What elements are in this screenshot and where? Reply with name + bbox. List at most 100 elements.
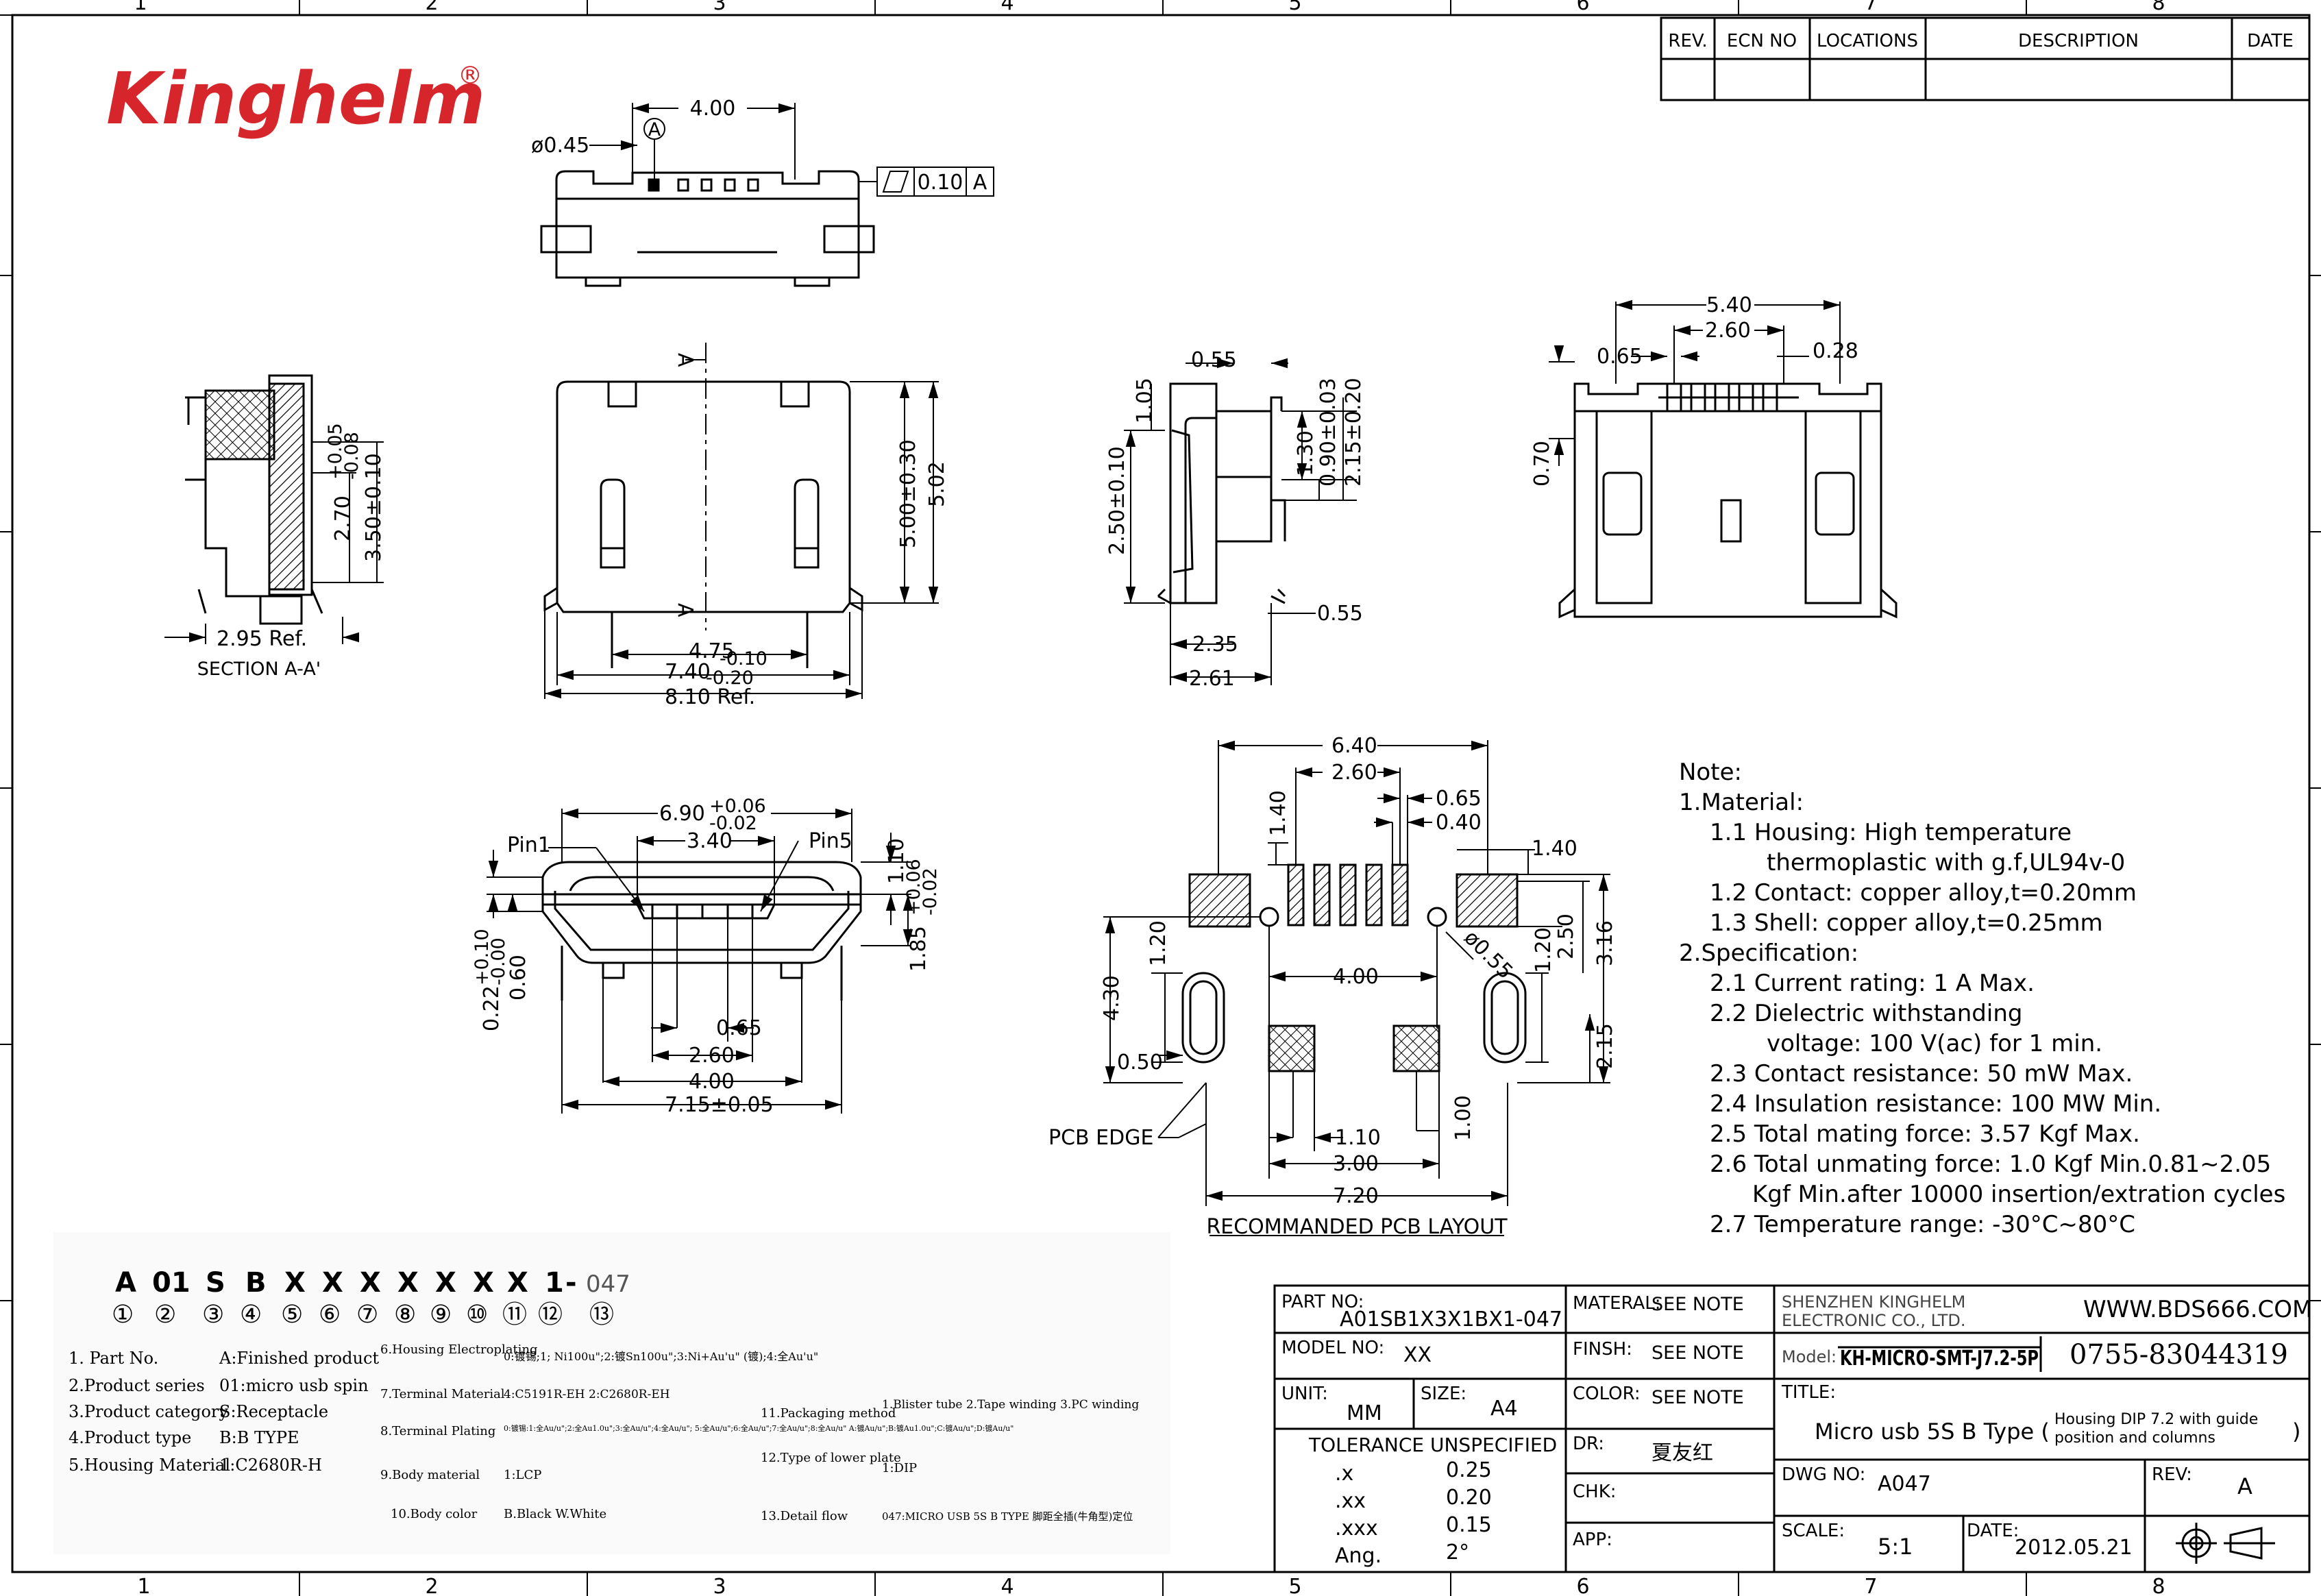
part-code-right: 11.Packaging method 1.Blister tube 2.Tap… [761, 1398, 1139, 1523]
code-mid-value-5: B.Black W.White [504, 1507, 606, 1521]
section-label: SECTION A-A' [197, 659, 321, 680]
code-left-value-4: B:B TYPE [219, 1428, 299, 1447]
model-no-label: MODEL NO: [1281, 1338, 1384, 1358]
revision-table [1660, 16, 2311, 101]
part-code-letters: A 01 S B X X X X X X X 1 - [115, 1267, 577, 1299]
code-num-3: ③ [202, 1301, 224, 1329]
mating-w-tol-up: +0.06 [709, 796, 766, 817]
dr-label: DR: [1573, 1434, 1604, 1454]
rear-dim-0-65: 0.65 [1597, 345, 1643, 369]
section-dim-2-70: 2.70 [331, 495, 355, 541]
tol-x-value: 0.25 [1446, 1458, 1492, 1482]
zone-col-3-bottom: 3 [713, 1575, 726, 1596]
section-view-dims [164, 441, 384, 644]
side-dim-2-15: 2.15±0.20 [1342, 378, 1366, 487]
tol-ang-value: 2° [1446, 1540, 1469, 1564]
rear-dim-5-40: 5.40 [1706, 293, 1752, 317]
code-num-8: ⑧ [394, 1301, 416, 1329]
code-right-label-1: 11.Packaging method [761, 1406, 896, 1421]
code-char-3: S [206, 1267, 225, 1299]
code-mid-value-2: 4:C5191R-EH 2:C2680R-EH [504, 1388, 670, 1401]
pcb-dim-2-50: 2.50 [1554, 913, 1578, 959]
unit-value: MM [1347, 1401, 1382, 1425]
code-num-4: ④ [240, 1301, 262, 1329]
note-line-5: 1.3 Shell: copper alloy,t=0.25mm [1710, 909, 2103, 937]
pcb-dim-4-30: 4.30 [1100, 975, 1124, 1021]
mating-v-0-22: 0.22 [480, 985, 504, 1031]
material-value: SEE NOTE [1651, 1294, 1744, 1315]
side-view-dims [1124, 358, 1357, 685]
size-value: A4 [1490, 1397, 1518, 1421]
code-char-6: X [322, 1267, 343, 1299]
code-char-5: X [284, 1267, 306, 1299]
section-dim-3-50: 3.50±0.10 [362, 453, 386, 562]
mating-h-tol-up: +0.06 [903, 859, 924, 916]
code-num-11: ⑪ [502, 1301, 527, 1329]
pcb-layout-dims [1103, 740, 1610, 1236]
mating-b-4-00: 4.00 [689, 1070, 735, 1094]
code-char-12: 1 [545, 1267, 564, 1299]
code-num-2: ② [154, 1301, 176, 1329]
code-num-5: ⑤ [281, 1301, 303, 1329]
pcb-dim-1-20-left: 1.20 [1146, 920, 1170, 966]
part-no-value: A01SB1X3X1BX1-047 [1340, 1308, 1562, 1331]
pcb-dim-1-10: 1.10 [1335, 1126, 1381, 1150]
pcb-dim-1-00: 1.00 [1451, 1095, 1475, 1141]
code-char-4: B [245, 1267, 267, 1299]
note-line-8: 2.2 Dielectric withstanding [1710, 1000, 2022, 1027]
section-mark-bottom: A [673, 603, 697, 617]
pin5-label: Pin5 [809, 829, 852, 853]
flatness-ref: A [973, 171, 987, 195]
note-line-14: Kgf Min.after 10000 insertion/extration … [1752, 1181, 2285, 1208]
code-num-12: ⑫ [538, 1301, 563, 1329]
pitch-dim: 4.00 [690, 97, 736, 121]
code-char-9: X [435, 1267, 456, 1299]
zone-col-5-top: 5 [1288, 0, 1301, 15]
tol-xxx-value: 0.15 [1446, 1513, 1492, 1537]
title-main: Micro usb 5S B Type ( [1815, 1419, 2050, 1445]
part-code-left: 1. Part No. A:Finished product 2.Product… [69, 1349, 379, 1475]
note-line-6: 2.Specification: [1679, 940, 1858, 967]
code-num-7: ⑦ [356, 1301, 378, 1329]
rear-dim-0-28: 0.28 [1813, 339, 1858, 363]
dwg-value: A047 [1878, 1472, 1931, 1496]
pcb-dim-0-50: 0.50 [1117, 1051, 1163, 1075]
code-num-9: ⑨ [430, 1301, 452, 1329]
model-label: Model: [1782, 1347, 1837, 1366]
code-left-value-2: 01:micro usb spin [219, 1376, 369, 1395]
code-char-1: A [115, 1267, 136, 1299]
side-dim-1-05: 1.05 [1133, 378, 1157, 423]
flatness-value: 0.10 [918, 171, 963, 195]
rear-dim-2-60: 2.60 [1705, 319, 1751, 343]
section-width: 2.95 Ref. [217, 627, 307, 651]
scale-label: SCALE: [1782, 1521, 1845, 1541]
note-line-11: 2.4 Insulation resistance: 100 MW Min. [1710, 1090, 2161, 1118]
projection-symbol [2176, 1523, 2275, 1564]
zone-col-5-bottom: 5 [1288, 1575, 1301, 1596]
pcb-dim-1-40-top: 1.40 [1266, 790, 1290, 836]
front-view-dims [544, 343, 939, 699]
pcb-edge-label: PCB EDGE [1048, 1126, 1153, 1150]
zone-col-2-top: 2 [425, 0, 438, 15]
pcb-layout-label: RECOMMANDED PCB LAYOUT [1206, 1215, 1508, 1239]
ecn-header: ECN NO [1727, 31, 1797, 51]
note-line-3: thermoplastic with g.f,UL94v-0 [1767, 849, 2125, 876]
pcb-dim-1-20-right: 1.20 [1532, 927, 1556, 973]
code-right-value-1: 1.Blister tube 2.Tape winding 3.PC windi… [882, 1398, 1139, 1412]
code-num-1: ① [112, 1301, 134, 1329]
side-dim-2-61: 2.61 [1189, 667, 1235, 691]
date-value: 2012.05.21 [2015, 1536, 2133, 1560]
part-code-mid: 6.Housing Electroplating 0:镀锡;1; Ni100u"… [380, 1342, 1014, 1521]
phone: 0755-83044319 [2070, 1339, 2288, 1371]
rev-label: REV: [2152, 1464, 2192, 1485]
code-mid-label-4: 9.Body material [380, 1468, 480, 1482]
code-mid-label-1: 6.Housing Electroplating [380, 1342, 538, 1357]
code-left-label-5: 5.Housing Material [69, 1456, 230, 1475]
code-suffix: 047 [586, 1270, 630, 1298]
note-line-2: 1.1 Housing: High temperature [1710, 819, 2072, 846]
front-height-5-00: 5.00±0.30 [896, 439, 920, 548]
zone-col-6-bottom: 6 [1576, 1575, 1589, 1596]
part-code-box [53, 1232, 1170, 1554]
code-mid-label-3: 8.Terminal Plating [380, 1424, 495, 1438]
